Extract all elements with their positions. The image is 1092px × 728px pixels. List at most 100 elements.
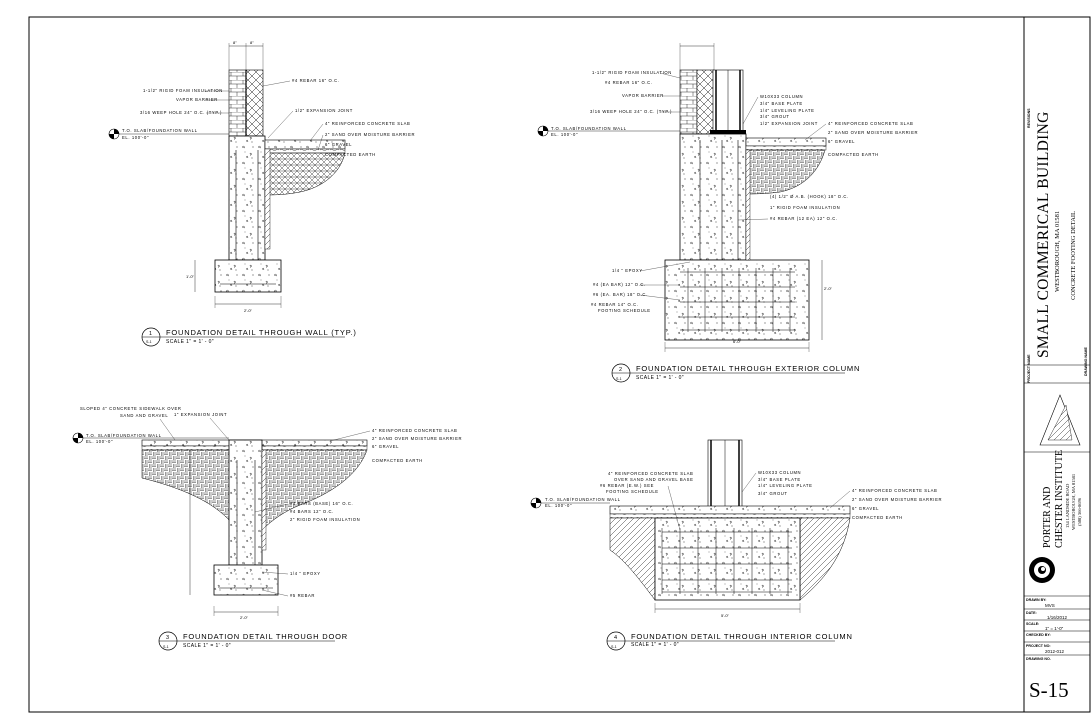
svg-text:1" EXPANSION JOINT: 1" EXPANSION JOINT — [174, 412, 227, 417]
svg-text:OVER SAND AND GRAVEL BASE: OVER SAND AND GRAVEL BASE — [614, 477, 693, 482]
svg-text:DRAWN BY:: DRAWN BY: — [1026, 598, 1047, 602]
firm-logo-icon — [1039, 394, 1081, 446]
svg-text:EL. 100'-0": EL. 100'-0" — [545, 503, 572, 508]
svg-text:EL. 100'-0": EL. 100'-0" — [86, 439, 113, 444]
svg-text:6" GRAVEL: 6" GRAVEL — [372, 444, 399, 449]
svg-text:T.O. SLAB/FOUNDATION WALL: T.O. SLAB/FOUNDATION WALL — [122, 128, 198, 133]
d1-compacted-earth — [264, 152, 346, 196]
d1-cmu-wall — [245, 69, 264, 137]
svg-text:SCALE 1" = 1' - 0": SCALE 1" = 1' - 0" — [636, 375, 684, 381]
svg-text:2'-0": 2'-0" — [824, 286, 833, 291]
svg-text:EL. 100'-0": EL. 100'-0" — [122, 135, 149, 140]
svg-text:1-1/2" RIGID FOAM INSULATION: 1-1/2" RIGID FOAM INSULATION — [592, 70, 672, 75]
svg-text:T.O. SLAB/FOUNDATION WALL: T.O. SLAB/FOUNDATION WALL — [551, 126, 627, 131]
title-block: REVISIONS PROJECT NAME DRAWING NAME SMAL… — [1024, 108, 1090, 702]
svg-text:SCALE 1" = 1' - 0": SCALE 1" = 1' - 0" — [166, 339, 214, 345]
svg-text:3/16 WEEP HOLE 24" O.C. (TYP.): 3/16 WEEP HOLE 24" O.C. (TYP.) — [590, 109, 672, 114]
svg-text:REVISIONS: REVISIONS — [1027, 108, 1031, 128]
svg-text:1/4" LEVELING PLATE: 1/4" LEVELING PLATE — [760, 108, 814, 113]
d1-brick-veneer — [228, 69, 247, 137]
svg-text:PROJECT NAME: PROJECT NAME — [1027, 354, 1031, 383]
svg-text:DRAWING NO.: DRAWING NO. — [1026, 657, 1051, 661]
svg-text:6" GRAVEL: 6" GRAVEL — [828, 139, 855, 144]
d4-footing — [654, 517, 801, 601]
svg-text:2: 2 — [619, 367, 622, 373]
svg-text:4: 4 — [614, 635, 617, 641]
d3-foundation-wall — [228, 439, 263, 566]
svg-text:134 LANDSIDE ROAD: 134 LANDSIDE ROAD — [1065, 483, 1070, 528]
drawing-number: S-15 — [1029, 678, 1069, 702]
sheet-title: CONCRETE FOOTING DETAIL — [1070, 211, 1077, 300]
svg-text:MVS: MVS — [1045, 603, 1055, 608]
svg-text:1-1/2" RIGID FOAM INSULATION: 1-1/2" RIGID FOAM INSULATION — [143, 88, 223, 93]
svg-text:DRAWING NAME: DRAWING NAME — [1084, 346, 1088, 376]
svg-text:2" SAND OVER MOISTURE BARRIER: 2" SAND OVER MOISTURE BARRIER — [372, 436, 462, 441]
svg-text:6'-0": 6'-0" — [733, 339, 742, 344]
d1-foundation-wall — [228, 135, 266, 261]
detail-3: T.O. SLAB/FOUNDATION WALL EL. 100'-0" SL… — [72, 406, 462, 651]
svg-text:5'-0": 5'-0" — [721, 613, 730, 618]
svg-text:T.O. SLAB/FOUNDATION WALL: T.O. SLAB/FOUNDATION WALL — [545, 497, 621, 502]
svg-text:COMPACTED EARTH: COMPACTED EARTH — [852, 515, 903, 520]
svg-text:2" SAND OVER MOISTURE BARRIER: 2" SAND OVER MOISTURE BARRIER — [325, 132, 415, 137]
d3-footing — [213, 564, 279, 596]
svg-text:4" REINFORCED CONCRETE SLAB: 4" REINFORCED CONCRETE SLAB — [325, 121, 410, 126]
svg-text:FOOTING SCHEDULE: FOOTING SCHEDULE — [606, 489, 659, 494]
svg-text:#6 REBAR (E.W.) SEE: #6 REBAR (E.W.) SEE — [600, 483, 654, 488]
svg-text:2'-0": 2'-0" — [244, 308, 253, 313]
svg-text:6" GRAVEL: 6" GRAVEL — [325, 142, 352, 147]
svg-text:S-1: S-1 — [146, 340, 152, 344]
svg-text:#4 REBAR 14" O.C.: #4 REBAR 14" O.C. — [591, 302, 639, 307]
svg-text:3/4" GROUT: 3/4" GROUT — [758, 491, 788, 496]
svg-text:#4 BARS 12" O.C.: #4 BARS 12" O.C. — [290, 509, 334, 514]
svg-text:#5 REBAR: #5 REBAR — [290, 593, 315, 598]
svg-text:VAPOR BARRIER: VAPOR BARRIER — [622, 93, 664, 98]
svg-text:1/2" EXPANSION JOINT: 1/2" EXPANSION JOINT — [760, 121, 818, 126]
d1-dim-top: 8" — [233, 40, 237, 45]
svg-text:3/4" BASE PLATE: 3/4" BASE PLATE — [758, 477, 801, 482]
svg-text:PROJECT NO:: PROJECT NO: — [1026, 644, 1051, 648]
sheet-border — [28, 16, 1091, 713]
svg-text:SCALE:: SCALE: — [1026, 622, 1039, 626]
svg-text:SCALE 1" = 1' - 0": SCALE 1" = 1' - 0" — [631, 642, 679, 648]
svg-text:6" GRAVEL: 6" GRAVEL — [852, 506, 879, 511]
svg-text:3/16 WEEP HOLE 24" O.C. (TYP.): 3/16 WEEP HOLE 24" O.C. (TYP.) — [140, 110, 222, 115]
svg-text:CHECKED BY:: CHECKED BY: — [1026, 633, 1051, 637]
d4-title: FOUNDATION DETAIL THROUGH INTERIOR COLUM… — [631, 632, 853, 641]
svg-text:4" REINFORCED CONCRETE SLAB: 4" REINFORCED CONCRETE SLAB — [608, 471, 693, 476]
svg-text:FOOTING SCHEDULE: FOOTING SCHEDULE — [598, 308, 651, 313]
detail-4: T.O. SLAB/FOUNDATION WALL EL. 100'-0" 4"… — [530, 439, 942, 651]
detail-2: T.O. SLAB/FOUNDATION WALL EL. 100'-0" 1-… — [537, 43, 918, 383]
svg-text:#4 REBAR (12 EA) 12" O.C.: #4 REBAR (12 EA) 12" O.C. — [770, 216, 838, 221]
svg-text:1'-0": 1'-0" — [186, 274, 195, 279]
svg-text:1/4 " EPOXY: 1/4 " EPOXY — [290, 571, 321, 576]
svg-text:SLOPED 4" CONCRETE SIDEWALK OV: SLOPED 4" CONCRETE SIDEWALK OVER — [80, 406, 182, 411]
svg-text:1/16/2012: 1/16/2012 — [1047, 615, 1068, 620]
svg-text:3: 3 — [166, 635, 169, 641]
svg-text:#4 REBAR 16" O.C.: #4 REBAR 16" O.C. — [292, 78, 340, 83]
svg-text:W10X33 COLUMN: W10X33 COLUMN — [758, 470, 801, 475]
d1-footing — [214, 259, 282, 293]
svg-text:2012-012: 2012-012 — [1045, 649, 1065, 654]
svg-text:EL. 100'-0": EL. 100'-0" — [551, 132, 578, 137]
svg-text:2" SAND OVER MOISTURE BARRIER: 2" SAND OVER MOISTURE BARRIER — [852, 497, 942, 502]
svg-text:1/4 " EPOXY: 1/4 " EPOXY — [612, 268, 643, 273]
svg-text:WESTBOROUGH, MA 01581: WESTBOROUGH, MA 01581 — [1054, 211, 1061, 292]
svg-text:8": 8" — [250, 40, 254, 45]
svg-text:DATE:: DATE: — [1026, 611, 1037, 615]
svg-text:(508) 366-8696: (508) 366-8696 — [1077, 497, 1082, 526]
svg-text:(4) 1/2" Ø A.B. (HOOK) 18" O.C: (4) 1/2" Ø A.B. (HOOK) 18" O.C. — [770, 194, 849, 199]
svg-text:3/4" BASE PLATE: 3/4" BASE PLATE — [760, 101, 803, 106]
svg-text:#4 (EA BAR) 12" O.C.: #4 (EA BAR) 12" O.C. — [593, 282, 646, 287]
svg-text:1" RIGID FOAM INSULATION: 1" RIGID FOAM INSULATION — [770, 205, 840, 210]
svg-text:2'-0": 2'-0" — [240, 615, 249, 620]
svg-text:SAND AND GRAVEL: SAND AND GRAVEL — [120, 413, 168, 418]
svg-text:S-1: S-1 — [163, 645, 169, 649]
svg-text:CHESTER INSTITUTE: CHESTER INSTITUTE — [1054, 450, 1065, 548]
svg-text:#6 (EA. BAR) 18" O.C.: #6 (EA. BAR) 18" O.C. — [593, 292, 648, 297]
svg-text:COMPACTED EARTH: COMPACTED EARTH — [325, 152, 376, 157]
svg-text:2" SAND OVER MOISTURE BARRIER: 2" SAND OVER MOISTURE BARRIER — [828, 130, 918, 135]
svg-text:SCALE 1" = 1' - 0": SCALE 1" = 1' - 0" — [183, 643, 231, 649]
detail-1: 8" 8" T.O. SLAB/FOUNDATION WALL EL. 100'… — [108, 40, 415, 347]
svg-text:COMPACTED EARTH: COMPACTED EARTH — [828, 152, 879, 157]
